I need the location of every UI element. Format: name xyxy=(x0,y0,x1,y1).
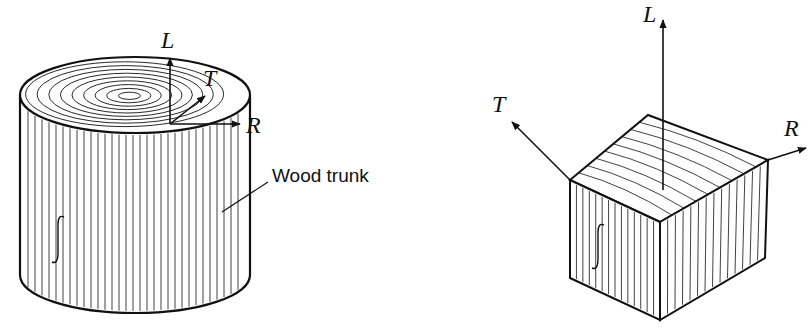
grain-line xyxy=(70,128,71,304)
grain-line xyxy=(743,175,745,269)
grain-line xyxy=(42,119,43,295)
growth-ring xyxy=(107,88,151,102)
wood-block xyxy=(570,115,768,320)
grain-line xyxy=(631,129,744,173)
grain-line xyxy=(720,189,722,283)
grain-line xyxy=(119,135,120,311)
grain-line xyxy=(589,191,590,285)
grain-line xyxy=(682,211,684,305)
grain-line xyxy=(639,122,756,167)
axis-label: R xyxy=(784,116,799,140)
grain-line xyxy=(112,134,113,310)
grain-line xyxy=(595,194,596,288)
grain-line xyxy=(621,206,622,300)
grain-line xyxy=(203,128,204,304)
growth-ring xyxy=(37,66,213,124)
growth-ring xyxy=(84,81,172,110)
grain-line xyxy=(653,221,654,315)
grain-line xyxy=(735,180,737,274)
grain-line xyxy=(182,132,183,308)
grain-line xyxy=(758,166,761,260)
grain-line xyxy=(627,209,628,303)
grain-line xyxy=(608,200,609,294)
grain-line xyxy=(161,134,162,310)
grain-line xyxy=(675,215,676,309)
grain-line xyxy=(175,133,176,309)
grain-line xyxy=(91,132,92,308)
grain-line xyxy=(35,116,36,292)
grain-mark xyxy=(592,224,604,268)
grain-line xyxy=(84,131,85,307)
axis-label: L xyxy=(643,2,656,26)
grain-line xyxy=(217,124,218,300)
axis-label: R xyxy=(246,113,261,137)
grain-line xyxy=(105,134,106,310)
grain-mark xyxy=(52,216,64,262)
grain-line xyxy=(77,130,78,306)
axis-label: T xyxy=(492,92,505,116)
grain-line xyxy=(576,185,577,279)
grain-line xyxy=(98,133,99,309)
grain-line xyxy=(133,135,134,311)
grain-line xyxy=(705,197,706,291)
grain-line xyxy=(602,197,603,291)
grain-line xyxy=(582,188,583,282)
leader-line xyxy=(222,182,268,212)
grain-line xyxy=(728,184,730,278)
grain-line xyxy=(224,121,225,297)
axis-label: L xyxy=(161,28,174,52)
grain-line xyxy=(28,111,29,287)
grain-line xyxy=(210,126,211,302)
part-label: Wood trunk xyxy=(272,166,369,185)
grain-line xyxy=(667,220,668,314)
growth-ring xyxy=(95,85,161,107)
grain-line xyxy=(634,212,635,306)
wood-trunk xyxy=(20,57,250,313)
grain-line xyxy=(750,171,753,265)
axis-label: T xyxy=(203,66,216,90)
growth-ring xyxy=(118,92,140,99)
grain-line xyxy=(49,122,50,298)
grain-line xyxy=(189,131,190,307)
block-axes xyxy=(512,20,806,190)
grain-line xyxy=(615,203,616,297)
grain-line xyxy=(63,127,64,303)
grain-line xyxy=(56,125,57,301)
grain-line xyxy=(154,134,155,310)
growth-ring xyxy=(60,73,192,116)
grain-line xyxy=(126,135,127,311)
grain-line xyxy=(168,133,169,309)
grain-line xyxy=(640,215,641,309)
growth-ring xyxy=(26,62,224,127)
grain-line xyxy=(196,129,197,305)
grain-line xyxy=(690,206,692,300)
trunk-axes xyxy=(170,58,240,124)
grain-line xyxy=(647,218,648,312)
grain-line xyxy=(140,135,141,311)
grain-line xyxy=(622,137,732,181)
grain-line xyxy=(713,193,715,287)
grain-line xyxy=(698,202,699,296)
grain-line xyxy=(147,135,148,311)
growth-ring xyxy=(49,69,203,119)
growth-ring xyxy=(72,77,182,113)
